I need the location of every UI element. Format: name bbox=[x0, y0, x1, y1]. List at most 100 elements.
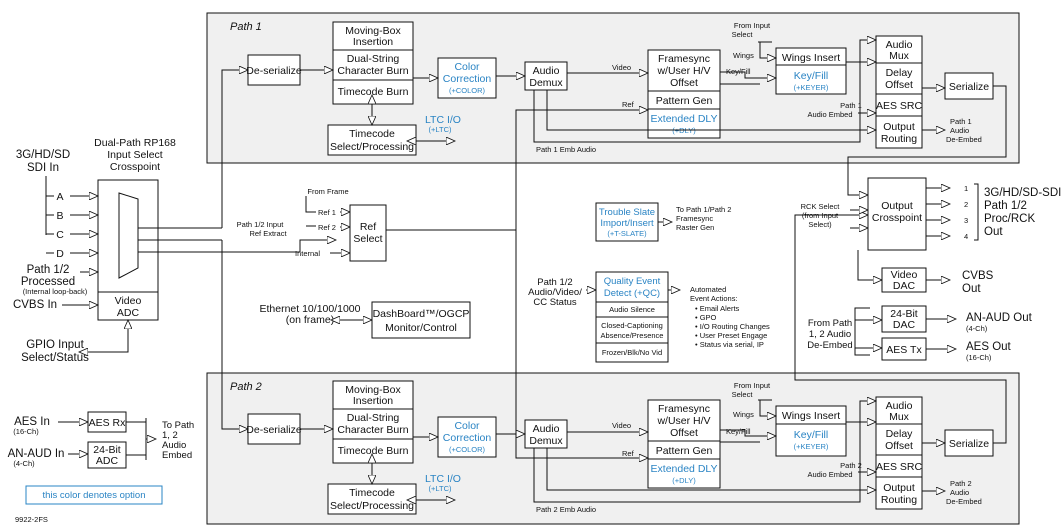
path2-serialize: Serialize bbox=[949, 438, 989, 450]
cvbs-in: CVBS In bbox=[13, 299, 57, 311]
path1-or-2: Routing bbox=[881, 133, 917, 145]
vdac-1: Video bbox=[891, 269, 918, 281]
path2-timecode-block bbox=[327, 483, 417, 515]
path1-wings-in: Wings bbox=[733, 51, 754, 60]
path1-dual-string-2: Character Burn bbox=[337, 65, 408, 77]
path1-cc-3: (+COLOR) bbox=[449, 86, 486, 95]
path1-ref-label: Ref bbox=[622, 100, 635, 109]
qc-item-4: • Status via serial, IP bbox=[695, 340, 764, 349]
path2-overlay-block bbox=[332, 380, 414, 464]
fp-1: From Path bbox=[808, 318, 852, 329]
path1-title: Path 1 bbox=[230, 21, 262, 33]
path2-do-1: Delay bbox=[886, 428, 914, 440]
cvbs-out-1: CVBS bbox=[962, 270, 994, 282]
path2-cc-3: (+COLOR) bbox=[449, 445, 486, 454]
input-section: Dual-Path RP168 Input Select Crosspoint … bbox=[13, 137, 336, 364]
proc-in-3: (Internal loop-back) bbox=[23, 287, 88, 296]
input-a: A bbox=[56, 191, 63, 203]
to-path-2: 1, 2 bbox=[162, 430, 178, 441]
path2-ltc-label: LTC I/O bbox=[425, 473, 461, 485]
path2-keyer-1: Key/Fill bbox=[794, 429, 828, 441]
adc-1: 24-Bit bbox=[93, 444, 121, 456]
audio-in-section: AES In (16-Ch) AES Rx AN-AUD In (4-Ch) 2… bbox=[8, 411, 194, 524]
path2-deembed-3: De-Embed bbox=[946, 497, 982, 506]
dashboard-1: DashBoard™/OGCP bbox=[373, 308, 470, 320]
path1-pattern-gen: Pattern Gen bbox=[656, 95, 713, 107]
input-b: B bbox=[56, 210, 63, 222]
input-c: C bbox=[56, 229, 64, 241]
output-crosspoint-block bbox=[867, 177, 927, 251]
xp-title-3: Crosspoint bbox=[110, 161, 160, 173]
path2-emb-audio: Path 2 Emb Audio bbox=[536, 505, 596, 514]
path1-from-input-1: From Input bbox=[734, 21, 771, 30]
path2-ext-dly-sub: (+DLY) bbox=[672, 476, 696, 485]
trouble-slate-block bbox=[595, 202, 659, 242]
anaud-out-1: AN-AUD Out bbox=[966, 312, 1033, 324]
qc-in-3: CC Status bbox=[533, 297, 577, 308]
fp-2: 1, 2 Audio bbox=[809, 329, 851, 340]
path2-embed-2: Audio Embed bbox=[807, 470, 852, 479]
path1-audio-demux-block bbox=[524, 61, 568, 91]
dac-2: DAC bbox=[893, 319, 916, 331]
path2-dual-string-2: Character Burn bbox=[337, 424, 408, 436]
path1-deserialize-block bbox=[247, 54, 301, 86]
video-dac-block bbox=[881, 267, 927, 293]
qc-h-2: Detect (+QC) bbox=[604, 288, 660, 299]
rck-1: RCK Select bbox=[801, 202, 841, 211]
qc-item-3: • User Preset Engage bbox=[695, 331, 767, 340]
path2-from-input-1: From Input bbox=[734, 381, 771, 390]
aes-out-1: AES Out bbox=[966, 341, 1012, 353]
output-section: RCK Select (from Input Select) Output Cr… bbox=[801, 177, 1061, 362]
qc-item-2: • I/O Routing Changes bbox=[695, 322, 770, 331]
path2-deserialize-label: De-serialize bbox=[246, 424, 302, 436]
path1-wings-block bbox=[775, 47, 847, 95]
path1-tc-1: Timecode bbox=[349, 128, 395, 140]
qc-ae-1: Automated bbox=[690, 285, 726, 294]
path1-video-label: Video bbox=[612, 63, 631, 72]
path1-aes-src: AES SRC bbox=[876, 100, 923, 112]
video-adc-block bbox=[97, 291, 159, 321]
path1-ad-1: Audio bbox=[533, 65, 560, 77]
slate-2: Import/Insert bbox=[600, 218, 654, 229]
dac-24bit-block bbox=[881, 305, 927, 333]
qc-item-1: • GPO bbox=[695, 313, 717, 322]
path1-do-2: Offset bbox=[885, 79, 913, 91]
gpio-1: GPIO Input bbox=[26, 339, 84, 351]
ref-section: Path 1/2 Input Ref Extract From Frame Re… bbox=[237, 187, 516, 262]
proc-in-1: Path 1/2 bbox=[27, 264, 70, 276]
path2-do-2: Offset bbox=[885, 440, 913, 452]
qc-s-2b: Absence/Presence bbox=[601, 331, 664, 340]
ref-2: Ref 2 bbox=[318, 223, 336, 232]
path2-ext-dly: Extended DLY bbox=[651, 463, 718, 475]
path2-ref-label: Ref bbox=[622, 449, 635, 458]
path2-serialize-block bbox=[944, 429, 994, 457]
oxp-out-3: Proc/RCK bbox=[984, 213, 1035, 225]
path2-am-1: Audio bbox=[886, 400, 913, 412]
qc-h-1: Quality Event bbox=[604, 276, 661, 287]
qc-item-0: • Email Alerts bbox=[695, 304, 740, 313]
path2-am-2: Mux bbox=[889, 411, 910, 423]
ethernet-1: Ethernet 10/100/1000 bbox=[259, 303, 360, 315]
adc-2: ADC bbox=[96, 455, 119, 467]
path2-fs-1: Framesync bbox=[658, 403, 710, 415]
path1-keyer-1: Key/Fill bbox=[794, 70, 828, 82]
path2-ad-1: Audio bbox=[533, 423, 560, 435]
aes-in-1: AES In bbox=[14, 416, 50, 428]
anaud-out-2: (4-Ch) bbox=[966, 324, 988, 333]
path1-emb-audio: Path 1 Emb Audio bbox=[536, 145, 596, 154]
path2-audio-mux-block bbox=[875, 396, 923, 510]
path2-keyer-2: (+KEYER) bbox=[794, 442, 829, 451]
path2-audio-demux-block bbox=[524, 419, 568, 449]
path2-timecode-burn: Timecode Burn bbox=[338, 445, 409, 457]
an-in-1: AN-AUD In bbox=[8, 448, 65, 460]
path2-tc-1: Timecode bbox=[349, 487, 395, 499]
oxp-out-1: 3G/HD/SD-SDI bbox=[984, 187, 1061, 199]
from-frame: From Frame bbox=[307, 187, 348, 196]
path1-dual-string-1: Dual-String bbox=[347, 53, 400, 65]
out-2: 2 bbox=[964, 200, 968, 209]
path1-deserialize-label: De-serialize bbox=[246, 65, 302, 77]
path1-deembed-1: Path 1 bbox=[950, 117, 972, 126]
path1-am-2: Mux bbox=[889, 50, 910, 62]
gpio-2: Select/Status bbox=[21, 352, 89, 364]
